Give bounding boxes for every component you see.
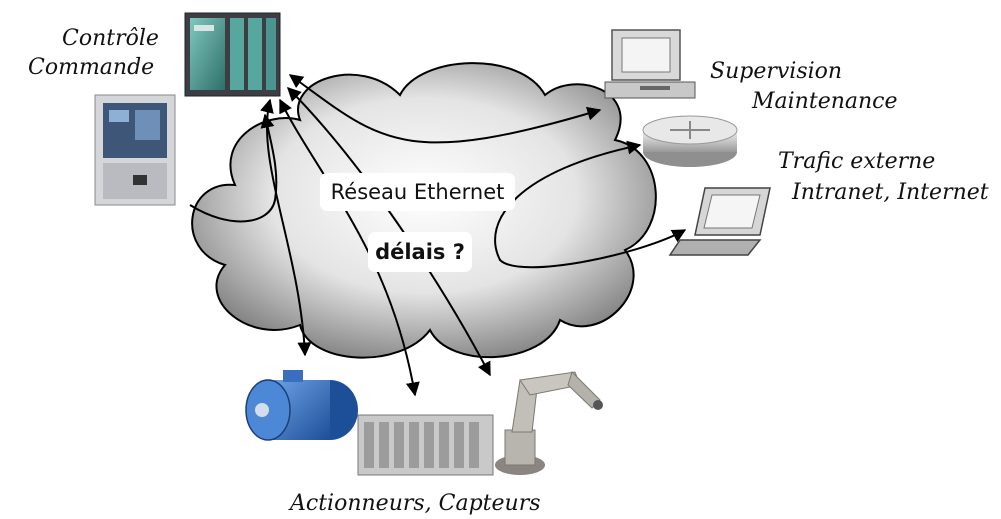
label-actionneurs: Actionneurs, Capteurs — [288, 491, 541, 516]
io-modules-icon — [357, 414, 494, 476]
robot-arm-icon — [495, 371, 603, 475]
network-name: Réseau Ethernet — [331, 180, 505, 204]
motor-icon — [245, 370, 358, 441]
label-trafic: Trafic externe — [778, 149, 935, 174]
link-plc-robot — [287, 87, 491, 377]
label-controle: Contrôle — [62, 26, 159, 51]
delay-question: délais ? — [375, 240, 465, 264]
plc-icon — [184, 12, 281, 97]
label-maintenance: Maintenance — [751, 89, 898, 114]
connection-lines — [189, 74, 687, 397]
laptop-icon — [668, 187, 771, 256]
delay-label: délais ? — [368, 232, 472, 272]
network-label: Réseau Ethernet — [320, 173, 515, 211]
monitor-icon — [604, 29, 696, 99]
link-external-traffic — [494, 140, 687, 269]
label-intranet: Intranet, Internet — [791, 180, 989, 205]
hmi-panel-icon — [94, 94, 176, 206]
label-commande: Commande — [28, 55, 154, 80]
router-icon — [642, 115, 738, 167]
label-supervision: Supervision — [710, 59, 842, 84]
